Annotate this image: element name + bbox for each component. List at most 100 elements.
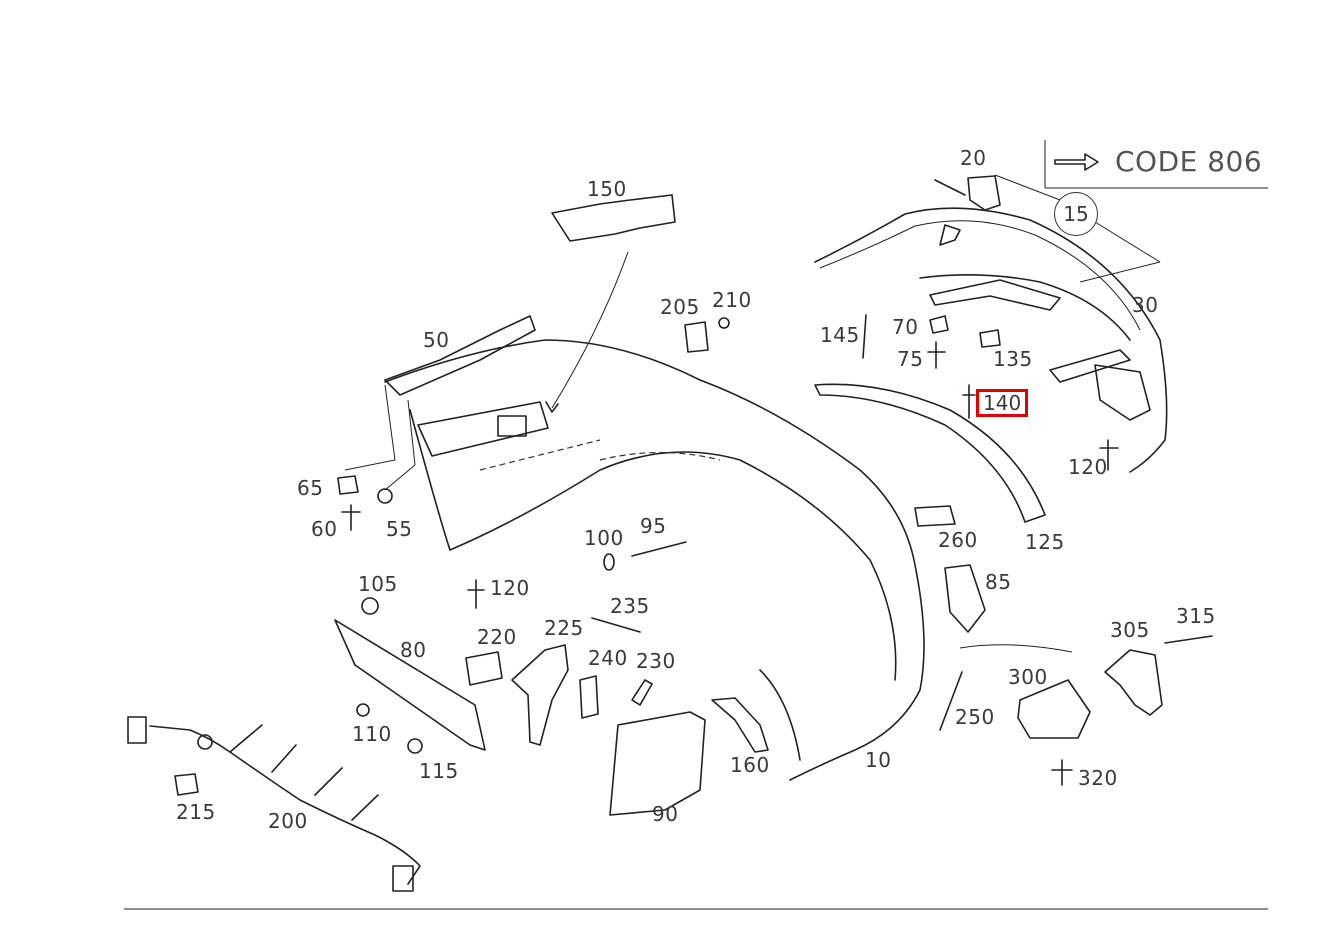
callout-55[interactable]: 55 [386,517,413,541]
callout-225[interactable]: 225 [544,616,584,640]
callout-320[interactable]: 320 [1078,766,1118,790]
callout-105[interactable]: 105 [358,572,398,596]
part-10-outline-inner [409,409,897,681]
part-210-shape [718,317,730,329]
part-20-leader [994,174,1061,201]
part-320-shape [1051,759,1073,786]
callout-210[interactable]: 210 [712,288,752,312]
callout-100[interactable]: 100 [584,526,624,550]
part-200-grommet [197,734,213,750]
callout-30[interactable]: 30 [1132,293,1159,317]
callout-145[interactable]: 145 [820,323,860,347]
callout-240[interactable]: 240 [588,646,628,670]
part-85-shape [944,564,986,633]
part-260-shape [914,505,956,527]
part-200-connector-bottom [392,865,414,892]
callout-70[interactable]: 70 [892,315,919,339]
part-150-leader [551,251,629,409]
part-110-shape [356,703,370,717]
part-80-shape [334,619,486,751]
callout-315[interactable]: 315 [1176,604,1216,628]
part-160-shape [711,697,769,753]
callout-300[interactable]: 300 [1008,665,1048,689]
callout-250[interactable]: 250 [955,705,995,729]
part-125-strip [814,383,1046,523]
part-50-shape [384,315,536,396]
callout-95[interactable]: 95 [640,514,667,538]
callout-90[interactable]: 90 [652,802,679,826]
leader-arrowhead [545,401,559,413]
part-50-leader-3 [407,399,416,466]
arrow-right-icon [1054,153,1099,171]
callout-135[interactable]: 135 [993,347,1033,371]
part-10-outline-top [384,339,925,781]
callout-260[interactable]: 260 [938,528,978,552]
callout-120-upper[interactable]: 120 [1068,455,1108,479]
part-10-pocket [417,401,549,457]
circle-leader-1 [1094,221,1161,263]
callout-115[interactable]: 115 [419,759,459,783]
part-30-clip [939,224,961,246]
callout-80[interactable]: 80 [400,638,427,662]
part-120-upper-shape [1099,439,1119,471]
callout-120-lower[interactable]: 120 [490,576,530,600]
callout-65[interactable]: 65 [297,476,324,500]
part-200-connector-left [127,716,147,744]
part-200-branches [229,724,379,821]
callout-60[interactable]: 60 [311,517,338,541]
part-50-leader-1 [384,384,396,461]
callout-50[interactable]: 50 [423,328,450,352]
part-65-shape [337,475,359,495]
part-120-lower-shape [467,579,485,609]
part-30-diffuser [929,279,1061,311]
part-30-outline-outer [814,207,1168,473]
callout-230[interactable]: 230 [636,649,676,673]
part-30-strut [1049,349,1131,383]
part-10-crease [599,451,721,461]
part-10-lower-edge [759,669,801,761]
assembly-circle-15[interactable]: 15 [1054,192,1098,236]
callout-75[interactable]: 75 [897,347,924,371]
circle-leader-2 [1079,261,1161,283]
part-100-shape [603,553,615,571]
part-230-shape [631,679,653,706]
part-20-pin [934,179,966,196]
callout-220[interactable]: 220 [477,625,517,649]
callout-205[interactable]: 205 [660,295,700,319]
part-250-shape [939,671,963,731]
callout-305[interactable]: 305 [1110,618,1150,642]
part-50-leader-2 [344,459,396,471]
callout-215[interactable]: 215 [176,800,216,824]
part-30-diffuser-top [919,274,1131,341]
part-300-shape [1017,679,1091,739]
callout-150[interactable]: 150 [587,177,627,201]
part-20-shape [967,175,1001,211]
part-305-shape [1104,649,1163,716]
part-115-shape [407,738,423,754]
callout-235[interactable]: 235 [610,594,650,618]
callout-85[interactable]: 85 [985,570,1012,594]
part-315-shape [1164,635,1213,644]
part-200-harness [149,725,421,885]
callout-200[interactable]: 200 [268,809,308,833]
callout-160[interactable]: 160 [730,753,770,777]
part-225-shape [511,644,569,746]
part-215-shape [174,773,199,796]
part-10-sensor-hole [497,415,527,437]
part-150-shape [551,194,676,242]
callout-140-selected[interactable]: 140 [976,389,1029,417]
part-10-crease-2 [479,439,601,471]
part-60-shape [341,504,361,531]
callout-110[interactable]: 110 [352,722,392,746]
callout-125[interactable]: 125 [1025,530,1065,554]
part-30-tip [1094,364,1151,421]
part-75-shape [927,341,946,369]
part-105-shape [361,597,379,615]
part-70-shape [929,315,949,334]
callout-20[interactable]: 20 [960,146,987,170]
callout-10[interactable]: 10 [865,748,892,772]
part-55-shape [377,488,393,504]
part-95-shape [631,541,687,557]
